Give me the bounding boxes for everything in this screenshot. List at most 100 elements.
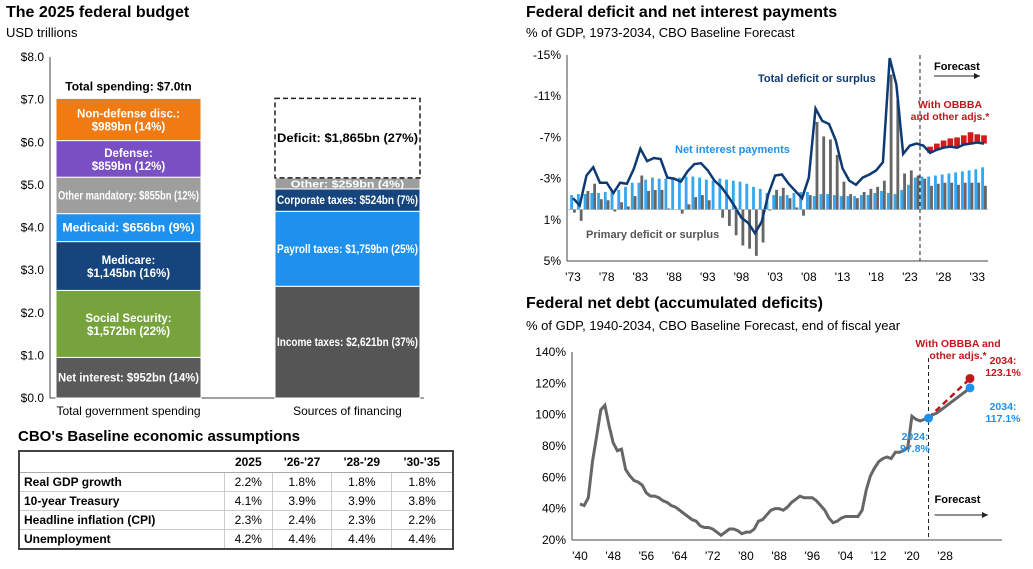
x-tick-label: '78 [599, 270, 615, 284]
stack-segment [274, 97, 421, 179]
segment-label: Social Security:$1,572bn (22%) [85, 313, 171, 338]
primary-bar [593, 183, 597, 210]
interest-bar [637, 182, 641, 210]
assumptions-header: '30-'35 [391, 451, 453, 473]
stack-segment [55, 289, 202, 358]
table-cell: 4.4% [271, 529, 332, 549]
x-tick-label: '96 [805, 549, 821, 563]
y-tick-label: 100% [535, 408, 566, 422]
primary-bar [977, 182, 981, 210]
segment-label: Defense:$859bn (12%) [92, 148, 166, 173]
debt-title: Federal net debt (accumulated deficits) [526, 295, 823, 312]
interest-bar [974, 169, 978, 210]
primary-bar [667, 208, 671, 210]
obbba-forecast-line [927, 377, 971, 419]
label-2024: 2024:97.8% [900, 431, 930, 455]
primary-bar [889, 74, 893, 210]
assumptions-header: '26-'27 [272, 451, 332, 473]
interest-bar [893, 194, 897, 210]
primary-bar [775, 189, 778, 210]
forecast-label: Forecast [935, 494, 981, 506]
table-cell: 1.8% [331, 472, 392, 492]
table-row: 10-year Treasury 4.1% 3.9% 3.9% 3.8% [19, 491, 453, 511]
primary-bar [660, 189, 664, 210]
interest-bar [752, 186, 755, 210]
interest-bar [799, 191, 803, 210]
primary-bar [909, 170, 913, 210]
category-label: Sources of financing [293, 404, 402, 418]
primary-bar [896, 100, 900, 210]
forecast-arrowhead [974, 73, 980, 79]
primary-bar [855, 198, 859, 210]
stack-segment [274, 285, 421, 399]
y-tick-label: 20% [542, 533, 566, 547]
interest-bar [570, 195, 573, 210]
segment-label: Non-defense disc.:$989bn (14%) [77, 109, 180, 134]
x-tick-label: '56 [639, 549, 655, 563]
interest-bar [873, 193, 877, 210]
interest-bar [927, 176, 931, 210]
primary-bar [923, 178, 927, 210]
interest-bar [758, 188, 762, 210]
obbba-bar [947, 138, 954, 147]
y-tick-label: 1% [544, 213, 562, 227]
interest-bar [960, 171, 964, 210]
x-tick-label: '40 [572, 549, 588, 563]
segment-label: Medicaid: $656bn (9%) [62, 223, 194, 235]
primary-bar [626, 206, 630, 210]
interest-bar [590, 193, 594, 210]
segment-label: Net interest: $952bn (14%) [58, 373, 199, 385]
primary-bar [748, 209, 752, 249]
interest-bar [812, 196, 816, 210]
table-cell: Headline inflation (CPI) [19, 510, 225, 530]
primary-bar [795, 207, 799, 210]
y-tick-label: -7% [540, 130, 562, 144]
segment-label: Income taxes: $2,621bn (37%) [277, 337, 418, 349]
interest-bar [826, 194, 830, 210]
primary-bar [869, 188, 873, 210]
primary-bar [930, 185, 933, 210]
interest-bar [576, 194, 580, 210]
forecast-arrowhead [982, 512, 988, 518]
obbba-bar [934, 143, 940, 150]
interest-bar [624, 186, 627, 210]
y-tick-label: 5% [544, 254, 562, 268]
label-2034: 2034:117.1% [985, 401, 1021, 425]
y-tick-label: $8.0 [21, 50, 45, 64]
baseline-forecast-line [927, 386, 971, 420]
interest-bar [913, 177, 917, 210]
budget-subtitle: USD trillions [6, 25, 78, 40]
table-cell: 2.4% [271, 510, 332, 530]
x-tick-label: '64 [672, 549, 688, 563]
assumptions-header: '28-'29 [331, 451, 392, 473]
interest-bar [920, 176, 924, 210]
interest-bar [886, 193, 890, 210]
interest-bar [866, 195, 870, 210]
interest-bar [805, 191, 809, 210]
interest-bar [832, 195, 836, 210]
marker-2024 [924, 413, 934, 423]
primary-bar [741, 209, 745, 246]
y-tick-label: $1.0 [21, 348, 45, 362]
table-cell: 3.8% [391, 491, 453, 511]
interest-bar [644, 179, 648, 210]
x-tick-label: '04 [838, 549, 854, 563]
stack-segment [55, 97, 202, 142]
y-tick-label: $2.0 [21, 306, 45, 320]
forecast-label: Forecast [934, 61, 980, 73]
segment-label: Corporate taxes: $524bn (7%) [277, 195, 418, 207]
primary-bar [963, 182, 967, 210]
y-tick-label: 80% [542, 439, 566, 453]
x-tick-label: '28 [936, 270, 952, 284]
primary-bar [734, 209, 738, 236]
y-tick-label: $0.0 [21, 391, 45, 405]
table-row: Real GDP growth 2.2% 1.8% 1.8% 1.8% [19, 472, 453, 492]
table-cell: 1.8% [391, 472, 453, 492]
x-tick-label: '20 [904, 549, 920, 563]
primary-bar [647, 190, 650, 210]
segment-label: Other: $259bn (4%) [291, 178, 404, 190]
x-tick-label: '28 [937, 549, 953, 563]
